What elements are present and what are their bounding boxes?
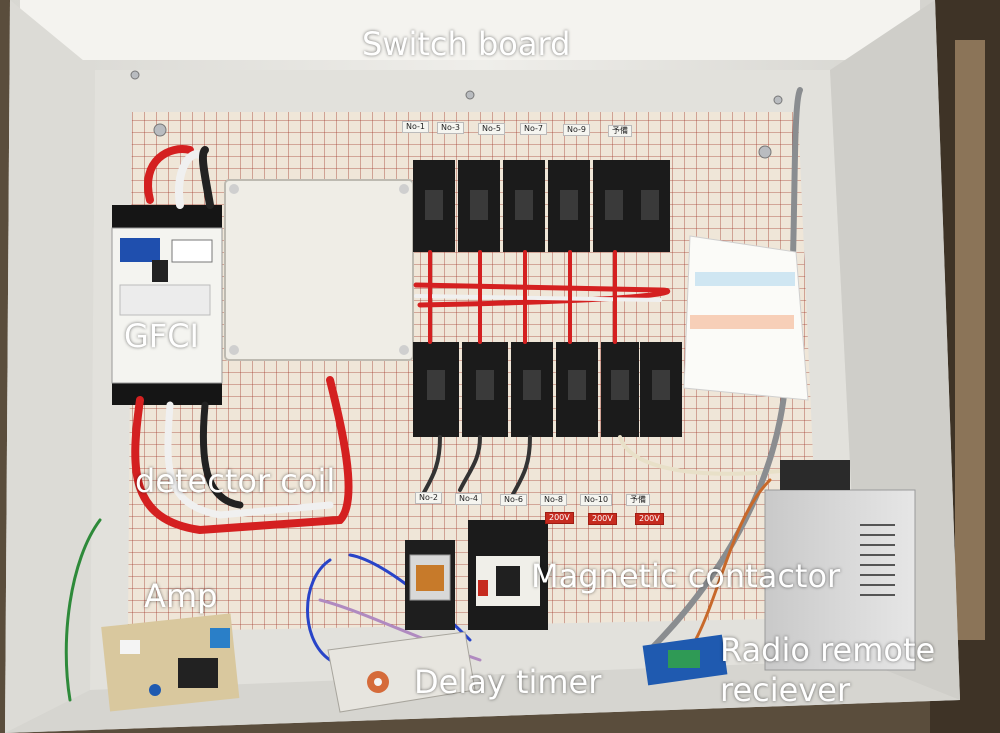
breaker-tag-top-2: No-3: [437, 122, 465, 134]
radio-remote-label-line1: Radio remote: [720, 631, 936, 669]
gfci-breaker: [111, 205, 223, 405]
breaker-tag-top-1: No-1: [402, 121, 430, 133]
breaker-tag-bottom-1: No-2: [415, 492, 443, 504]
voltage-tag-2: 200V: [588, 513, 617, 525]
amp-label: Amp: [144, 577, 218, 615]
breaker-tag-top-3: No-5: [478, 123, 506, 135]
breaker-tag-bottom-4: No-8: [540, 494, 568, 506]
switch-board-label: Switch board: [362, 25, 571, 63]
breaker-tag-top-4: No-7: [520, 123, 548, 135]
voltage-tag-3: 200V: [635, 513, 664, 525]
wiring: [64, 87, 803, 702]
magnetic-contactor: [468, 520, 548, 630]
junction-box: [224, 179, 414, 361]
breaker-tag-bottom-6: 予備: [626, 494, 650, 506]
breaker-tag-bottom-2: No-4: [455, 493, 483, 505]
relay: [405, 540, 455, 630]
amp-board: [101, 613, 240, 712]
power-supply: [764, 460, 916, 671]
breaker-row-top: [413, 160, 670, 252]
radio-remote-receiver-board: [642, 634, 728, 686]
delay-timer-device: [327, 631, 476, 713]
breaker-tag-bottom-5: No-10: [580, 494, 613, 506]
radio-remote-label-line2: reciever: [720, 671, 851, 709]
detector-coil-label: detector coil: [135, 462, 336, 500]
breaker-row-bottom: [413, 342, 682, 437]
delay-timer-label: Delay timer: [414, 663, 602, 701]
instruction-sheet: [683, 235, 809, 401]
breaker-tag-top-5: No-9: [563, 124, 591, 136]
magnetic-contactor-label: Magnetic contactor: [531, 557, 841, 595]
breaker-tag-bottom-3: No-6: [500, 494, 528, 506]
voltage-tag-1: 200V: [545, 512, 574, 524]
breaker-tag-top-6: 予備: [608, 125, 632, 137]
gfci-label: GFCI: [124, 317, 199, 355]
